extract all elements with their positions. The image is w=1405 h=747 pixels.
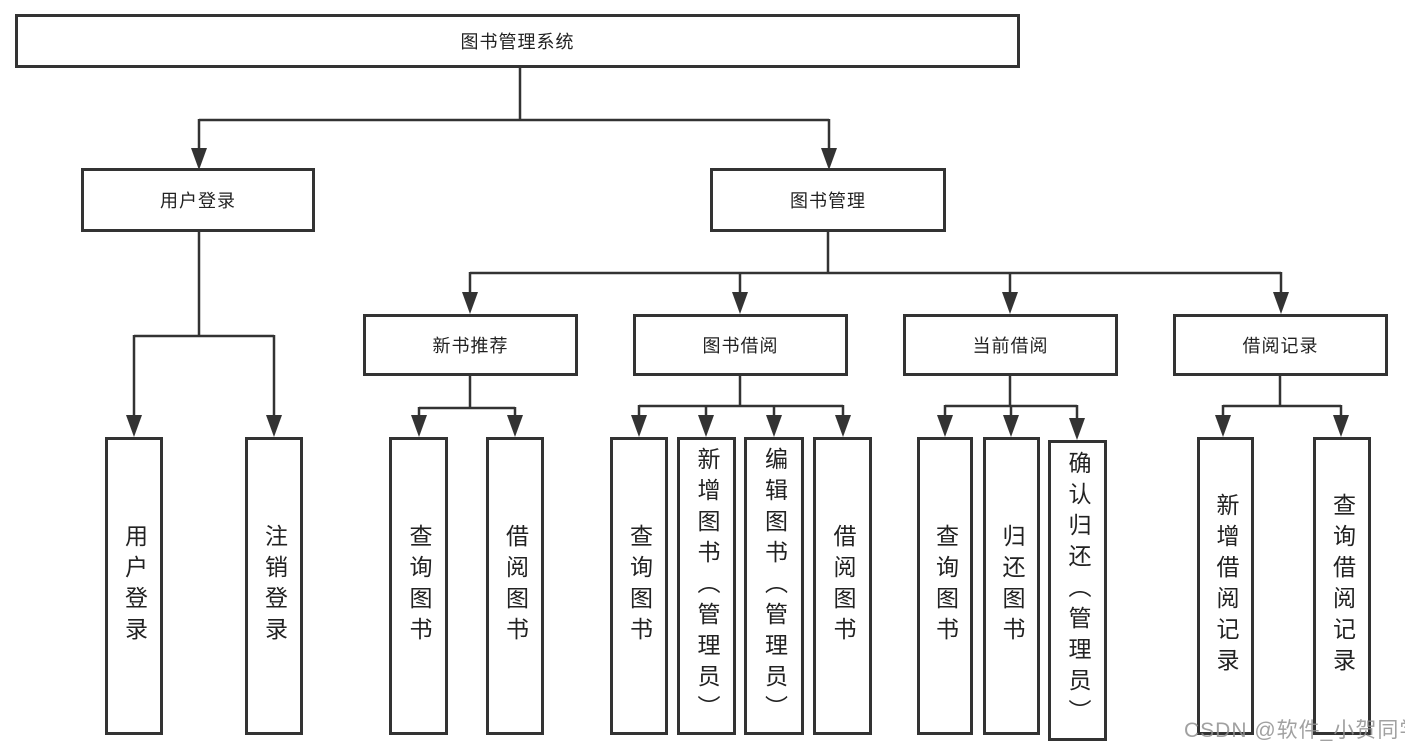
leaf-logout: 注销登录 (245, 437, 303, 735)
leaf-confirm-return-admin: 确认归还（管理员） (1048, 440, 1107, 741)
leaf-add-borrow-record-label: 新增借阅记录 (1213, 493, 1239, 679)
leaf-user-login: 用户登录 (105, 437, 163, 735)
leaf-query-books-borrow-label: 查询图书 (626, 524, 653, 648)
leaf-return-books-label: 归还图书 (999, 524, 1025, 648)
leaf-confirm-return-admin-label: 确认归还（管理员） (1065, 451, 1091, 730)
leaf-borrow-books-recommend-label: 借阅图书 (502, 524, 529, 648)
node-user-login: 用户登录 (81, 168, 315, 232)
leaf-query-borrow-record: 查询借阅记录 (1313, 437, 1371, 735)
node-borrowing-records: 借阅记录 (1173, 314, 1388, 376)
leaf-edit-book-admin: 编辑图书（管理员） (744, 437, 804, 735)
leaf-add-borrow-record: 新增借阅记录 (1197, 437, 1254, 735)
leaf-query-books-borrow: 查询图书 (610, 437, 668, 735)
leaf-return-books: 归还图书 (983, 437, 1040, 735)
leaf-user-login-label: 用户登录 (121, 524, 148, 648)
leaf-query-books-current: 查询图书 (917, 437, 973, 735)
leaf-borrow-books-2: 借阅图书 (813, 437, 872, 735)
leaf-logout-label: 注销登录 (261, 524, 288, 648)
leaf-query-books-recommend: 查询图书 (389, 437, 448, 735)
leaf-query-books-recommend-label: 查询图书 (406, 524, 432, 648)
leaf-query-books-current-label: 查询图书 (932, 524, 959, 648)
leaf-edit-book-admin-label: 编辑图书（管理员） (761, 446, 788, 726)
node-book-management: 图书管理 (710, 168, 946, 232)
csdn-watermark: CSDN @软件_小贺同学 (1184, 719, 1405, 742)
node-current-borrowing: 当前借阅 (903, 314, 1118, 376)
leaf-add-book-admin: 新增图书（管理员） (677, 437, 736, 735)
leaf-query-borrow-record-label: 查询借阅记录 (1329, 493, 1356, 679)
leaf-add-book-admin-label: 新增图书（管理员） (694, 446, 720, 726)
node-book-borrowing: 图书借阅 (633, 314, 848, 376)
leaf-borrow-books-recommend: 借阅图书 (486, 437, 544, 735)
node-library-management-system: 图书管理系统 (15, 14, 1020, 68)
node-new-book-recommend: 新书推荐 (363, 314, 578, 376)
leaf-borrow-books-2-label: 借阅图书 (830, 524, 856, 648)
